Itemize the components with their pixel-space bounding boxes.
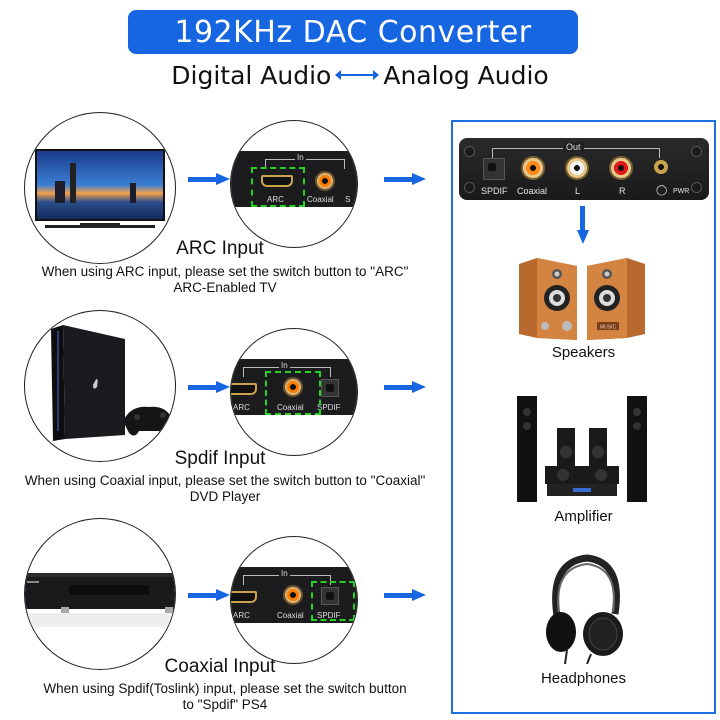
section-title: Spdif Input xyxy=(174,448,266,469)
highlight-box xyxy=(251,167,305,207)
game-console-icon xyxy=(51,325,173,441)
arrow-right-icon xyxy=(188,173,230,185)
screw-icon xyxy=(464,182,475,193)
arrow-right-icon xyxy=(188,381,230,393)
section-description: When using Spdif(Toslink) input, please … xyxy=(43,681,407,696)
output-label: Headphones xyxy=(540,670,627,687)
screw-icon xyxy=(691,146,702,157)
dvd-player-icon xyxy=(25,573,175,627)
optical-port-icon xyxy=(321,379,339,397)
device-label: ARC-Enabled TV xyxy=(173,280,277,295)
rca-right-port-icon xyxy=(609,156,633,180)
subtitle: Digital Audio Analog Audio xyxy=(120,58,600,92)
output-label: Amplifier xyxy=(554,508,613,525)
headphone-icon: ◯ xyxy=(656,185,668,196)
highlight-box xyxy=(265,371,321,415)
coaxial-port-icon xyxy=(315,171,335,191)
dvd-circle xyxy=(24,518,176,670)
rca-left-port-icon xyxy=(565,156,589,180)
tv-circle xyxy=(24,112,176,264)
input-panel: In ARC Coaxial SPDIF xyxy=(231,567,357,623)
input-panel: In ARC Coaxial SPDIF xyxy=(231,359,357,415)
page-title: 192KHz DAC Converter xyxy=(174,14,532,50)
screw-icon xyxy=(464,146,475,157)
coaxial-port-icon xyxy=(283,585,303,605)
optical-port-icon xyxy=(321,587,339,605)
subtitle-left: Digital Audio xyxy=(171,60,332,90)
double-arrow-icon xyxy=(335,69,380,81)
arrow-right-icon xyxy=(384,173,426,185)
svg-text:MUSIC: MUSIC xyxy=(600,325,617,331)
arrow-down-icon xyxy=(577,206,589,246)
amplifier-icon xyxy=(517,396,647,502)
ps4-circle xyxy=(24,310,176,462)
highlight-box xyxy=(311,581,355,621)
arrow-right-icon xyxy=(188,589,230,601)
section-description: When using ARC input, please set the swi… xyxy=(41,264,409,279)
hdmi-port-icon xyxy=(231,591,257,603)
section-title: ARC Input xyxy=(176,238,264,259)
coaxial-port-icon xyxy=(283,377,303,397)
speakers-icon: MUSIC xyxy=(519,258,645,340)
subtitle-right: Analog Audio xyxy=(383,60,549,90)
optical-port-icon xyxy=(483,158,505,180)
output-panel: Out SPDIF Coaxial L R ◯ PWR MUSIC Speake… xyxy=(451,120,716,714)
headphone-jack-icon xyxy=(654,160,668,174)
spdif-port-circle: In ARC Coaxial SPDIF xyxy=(230,536,358,664)
screw-icon xyxy=(691,182,702,193)
title-banner: 192KHz DAC Converter xyxy=(128,10,578,54)
section-description: When using Coaxial input, please set the… xyxy=(24,473,426,488)
coaxial-port-circle: In ARC Coaxial SPDIF xyxy=(230,328,358,456)
hdmi-port-icon xyxy=(231,383,257,395)
section-description-line2: to "Spdif" PS4 xyxy=(182,697,268,712)
output-label: Speakers xyxy=(551,344,616,361)
arrow-right-icon xyxy=(384,381,426,393)
dac-rear-panel: Out SPDIF Coaxial L R ◯ PWR xyxy=(459,138,709,200)
input-panel: In ARC Coaxial S xyxy=(231,151,357,207)
hdmi-port-icon xyxy=(261,175,293,187)
coaxial-port-icon xyxy=(521,156,545,180)
tv-icon xyxy=(35,149,165,228)
section-title: Coaxial Input xyxy=(164,656,276,677)
device-label: DVD Player xyxy=(189,489,261,504)
arrow-right-icon xyxy=(384,589,426,601)
arc-port-circle: In ARC Coaxial S xyxy=(230,120,358,248)
headphones-icon xyxy=(546,554,623,664)
